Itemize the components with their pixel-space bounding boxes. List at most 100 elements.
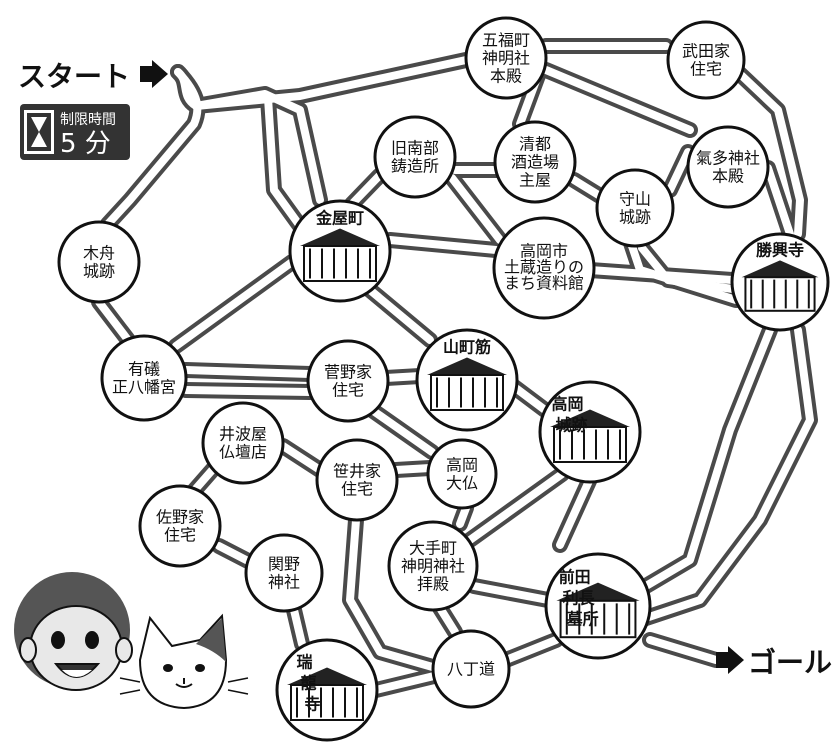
node-circle	[686, 125, 770, 209]
node-label-maeda: 前田	[559, 568, 591, 587]
node-label-kyunanbu: 旧南部	[391, 138, 439, 157]
road-inner	[366, 286, 434, 344]
node-label-otemachi: 神明神社	[401, 556, 465, 575]
node-label-inamiya: 仏壇店	[219, 442, 267, 461]
node-circle	[306, 339, 390, 423]
node-label-maeda: 墓所	[566, 610, 599, 629]
node-label-inamiya: 井波屋	[219, 424, 267, 443]
node-label-zuiryuji: 寺	[304, 695, 320, 714]
start-label: スタート	[18, 60, 130, 93]
node-circle	[666, 20, 746, 100]
node-label-daibutsu: 大仏	[446, 473, 478, 492]
node-yamachosuji[interactable]: 山町筋	[415, 328, 519, 432]
road-inner	[542, 66, 694, 134]
node-label-takaokajo: 高岡	[551, 395, 583, 414]
node-label-gofukucho: 本殿	[490, 66, 522, 85]
node-label-zuiryuji: 瑞	[296, 653, 312, 672]
node-label-kifune: 城跡	[83, 261, 115, 280]
road-inner	[509, 382, 549, 414]
node-label-seito: 清都	[519, 134, 551, 153]
node-label-sano: 佐野家	[156, 507, 204, 526]
road-inner	[764, 164, 794, 238]
road-inner	[182, 386, 314, 396]
road-inner	[290, 606, 306, 648]
road-inner	[456, 504, 470, 528]
node-label-sugano: 菅野家	[324, 362, 372, 381]
node-label-otemachi: 大手町	[409, 538, 457, 557]
node-label-sekino: 神社	[268, 572, 300, 591]
node-label-ariiso: 正八幡宮	[112, 377, 176, 396]
node-circle	[387, 520, 479, 612]
node-hatchomichi[interactable]: 八丁道	[431, 629, 511, 709]
node-label-sasai: 住宅	[341, 479, 373, 498]
road-inner	[392, 464, 434, 474]
building-illustration-icon	[287, 667, 367, 721]
node-circle	[431, 629, 511, 709]
road-inner	[502, 636, 560, 664]
node-label-ariiso: 有礒	[128, 359, 160, 378]
node-label-takeda: 武田家	[682, 41, 730, 60]
road-inner	[192, 56, 470, 110]
node-label-takaokajo: 城跡	[555, 416, 587, 435]
road-inner	[636, 326, 814, 624]
node-circle	[426, 438, 498, 510]
node-circle	[373, 115, 457, 199]
road-inner	[386, 236, 500, 254]
node-label-seito: 酒造場	[511, 152, 559, 171]
goal-label: ゴール	[748, 646, 832, 679]
building-illustration-icon	[556, 582, 640, 639]
node-label-gofukucho: 神明社	[482, 48, 530, 67]
road-inner	[264, 94, 304, 230]
node-label-sekino: 関野	[268, 554, 300, 573]
node-circle	[201, 401, 285, 485]
node-circle	[493, 120, 577, 204]
road-inner	[215, 542, 254, 566]
cat-character-icon	[119, 613, 249, 710]
boy-character-icon	[14, 572, 133, 691]
start-marker[interactable]: スタート	[18, 60, 168, 93]
node-circle	[57, 220, 141, 304]
road-inner	[348, 172, 383, 208]
node-circle	[595, 168, 675, 248]
node-kanayamachi[interactable]: 金屋町	[288, 199, 392, 303]
node-label-takeda: 住宅	[690, 59, 722, 78]
node-shokoji[interactable]: 勝興寺	[730, 232, 830, 332]
road-inner	[372, 672, 438, 694]
road-inner	[174, 68, 324, 204]
road-inner	[382, 372, 424, 382]
goal-marker[interactable]: ゴール	[716, 646, 832, 679]
map-nodes: 五福町神明社本殿武田家住宅旧南部鋳造所清都酒造場主屋氣多神社本殿守山城跡金屋町高…	[57, 16, 830, 742]
node-label-dozo: まち資料館	[504, 274, 584, 293]
building-illustration-icon	[741, 260, 819, 312]
node-label-daibutsu: 高岡	[446, 455, 478, 474]
time-limit-badge: 制限時間 5 分	[20, 104, 130, 160]
road-inner	[642, 326, 774, 590]
node-zuiryuji[interactable]: 瑞龍寺	[275, 638, 379, 742]
node-label-sasai: 笹井家	[333, 461, 381, 480]
node-circle	[100, 334, 188, 422]
node-circle	[492, 216, 596, 320]
road-inner	[570, 176, 604, 200]
node-label-keta: 氣多神社	[696, 148, 760, 167]
node-circle	[464, 16, 548, 100]
road-inner	[182, 366, 314, 378]
